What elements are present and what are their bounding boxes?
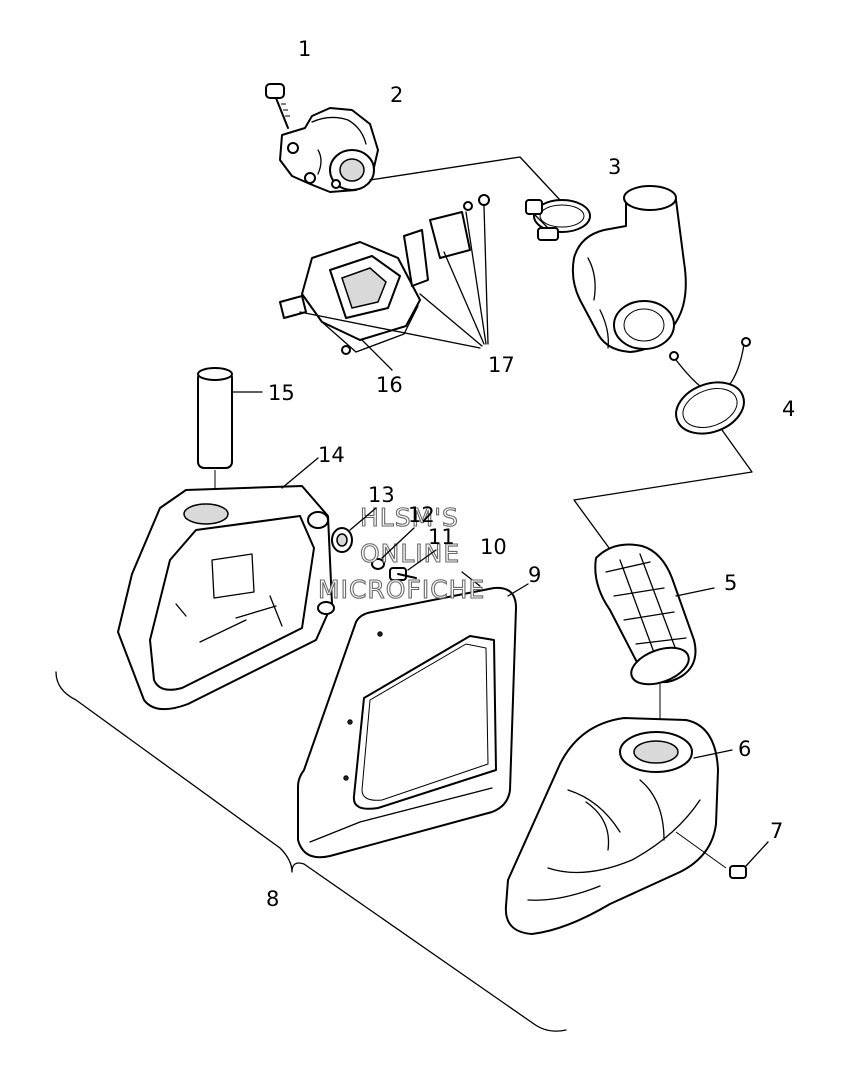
callout-11: 11 [428,525,455,549]
leader-11 [407,549,437,571]
part-11-screw [389,567,417,581]
leader-16 [361,339,393,371]
leader-carb-to-clamp [369,156,561,201]
callout-2: 2 [390,83,403,107]
part-12-washer [371,558,385,570]
callout-6: 6 [738,737,751,761]
part-9-10-filter-frame [297,571,529,859]
callout-3: 3 [608,155,621,179]
part-1-screw [265,83,290,129]
callout-1: 1 [298,37,311,61]
part-6-airbox-lower [504,717,733,935]
part-5-intake-screen [594,543,715,744]
callout-10: 10 [480,535,507,559]
part-8-assembly-bracket [55,671,567,1032]
leader-ring-to-inlet [573,429,753,553]
part-17-reed-valve [279,194,490,355]
part-2-carburetor [279,107,379,193]
callout-5: 5 [724,571,737,595]
part-15-tube [197,367,263,506]
part-4-ring-gasket [669,337,751,435]
callout-17: 17 [488,353,515,377]
part-7-screw [729,841,769,879]
watermark-line-3: MICROFICHE [318,575,485,604]
leader-12 [381,527,415,559]
part-13-grommet [331,527,353,553]
callout-16: 16 [376,373,403,397]
watermark: HLSM'S ONLINE MICROFICHE [317,502,485,604]
leader-13 [349,507,377,531]
callout-8: 8 [266,887,279,911]
part-3-hose-clamp [525,199,591,241]
watermark-line-2: ONLINE [360,539,460,568]
callout-12: 12 [408,503,435,527]
callouts: 1 2 3 4 5 6 7 8 9 10 11 12 13 14 15 16 1… [266,37,795,911]
callout-7: 7 [770,819,783,843]
callout-15: 15 [268,381,295,405]
callout-13: 13 [368,483,395,507]
callout-4: 4 [782,397,795,421]
callout-14: 14 [318,443,345,467]
part-14-airbox-housing [117,457,335,711]
intake-boot [571,185,687,353]
callout-9: 9 [528,563,541,587]
